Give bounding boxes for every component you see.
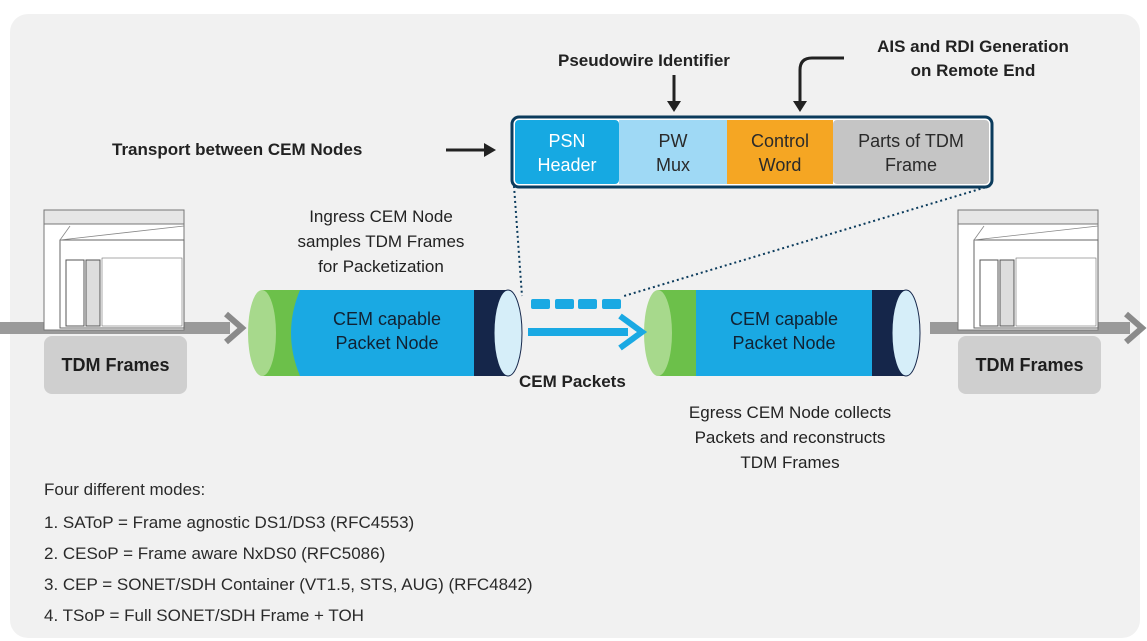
ingress-line3: for Packetization (318, 257, 444, 276)
dotted-leader-left (513, 185, 523, 297)
ingress-line1: Ingress CEM Node (309, 207, 453, 226)
modes-title: Four different modes: (44, 480, 206, 499)
pseudowire-identifier-label: Pseudowire Identifier (558, 51, 730, 70)
tdm-frame-left-image (43, 209, 185, 331)
tdm-frames-left: TDM Frames (44, 336, 187, 394)
ais-rdi-line1: AIS and RDI Generation (877, 37, 1069, 56)
field-pw-mux: PW Mux (619, 119, 727, 186)
mode-item-satop: 1. SAToP = Frame agnostic DS1/DS3 (RFC45… (44, 513, 415, 532)
mode-item-tsop: 4. TSoP = Full SONET/SDH Frame + TOH (44, 606, 364, 625)
dotted-leader-right (623, 185, 991, 297)
cem-node-left (248, 289, 523, 377)
field-tdm-frame: Parts of TDM Frame (833, 119, 989, 186)
field-tdm-frame-line2: Frame (884, 154, 937, 175)
cem-node-left-line1: CEM capable (332, 309, 442, 329)
field-control-word-line2: Word (758, 154, 802, 175)
cem-node-right-line2: Packet Node (732, 333, 836, 353)
cem-packet-blocks (531, 299, 621, 309)
ingress-line2: samples TDM Frames (297, 232, 465, 251)
cem-node-right (644, 289, 921, 377)
field-psn-header-line2: Header (537, 154, 597, 175)
field-pw-mux-line1: PW (658, 130, 688, 151)
ingress-description: Ingress CEM Node samples TDM Frames for … (270, 204, 492, 279)
mode-item-cep: 3. CEP = SONET/SDH Container (VT1.5, STS… (44, 575, 533, 594)
cem-node-left-line2: Packet Node (335, 333, 439, 353)
field-psn-header: PSN Header (515, 119, 619, 186)
field-control-word: Control Word (727, 119, 833, 186)
cem-node-left-label: CEM capable Packet Node (300, 307, 474, 355)
ais-rdi-line2: on Remote End (910, 61, 1036, 80)
field-psn-header-line1: PSN (548, 130, 586, 151)
field-tdm-frame-line1: Parts of TDM (858, 130, 964, 151)
mode-item-cesop: 2. CESoP = Frame aware NxDS0 (RFC5086) (44, 544, 386, 563)
tdm-frame-right-image (957, 209, 1099, 331)
ais-arrow (793, 56, 844, 112)
egress-line3: TDM Frames (740, 453, 840, 472)
cem-packet-arrow (528, 313, 648, 351)
field-pw-mux-line2: Mux (655, 154, 690, 175)
cem-node-right-label: CEM capable Packet Node (696, 307, 872, 355)
egress-description: Egress CEM Node collects Packets and rec… (640, 400, 940, 475)
pseudowire-arrow (667, 75, 681, 112)
cem-node-right-line1: CEM capable (729, 309, 839, 329)
field-tdm-frame-bg (833, 120, 989, 184)
cem-packets-label: CEM Packets (519, 372, 626, 391)
field-control-word-line1: Control (750, 130, 810, 151)
egress-line2: Packets and reconstructs (694, 428, 886, 447)
field-control-word-bg (727, 120, 833, 184)
transport-arrow (446, 143, 496, 157)
ais-rdi-label: AIS and RDI Generation on Remote End (838, 35, 1108, 83)
transport-label: Transport between CEM Nodes (112, 140, 363, 159)
field-psn-header-bg (515, 120, 619, 184)
egress-line1: Egress CEM Node collects (688, 403, 892, 422)
field-pw-mux-bg (619, 120, 727, 184)
tdm-frames-right: TDM Frames (958, 336, 1101, 394)
